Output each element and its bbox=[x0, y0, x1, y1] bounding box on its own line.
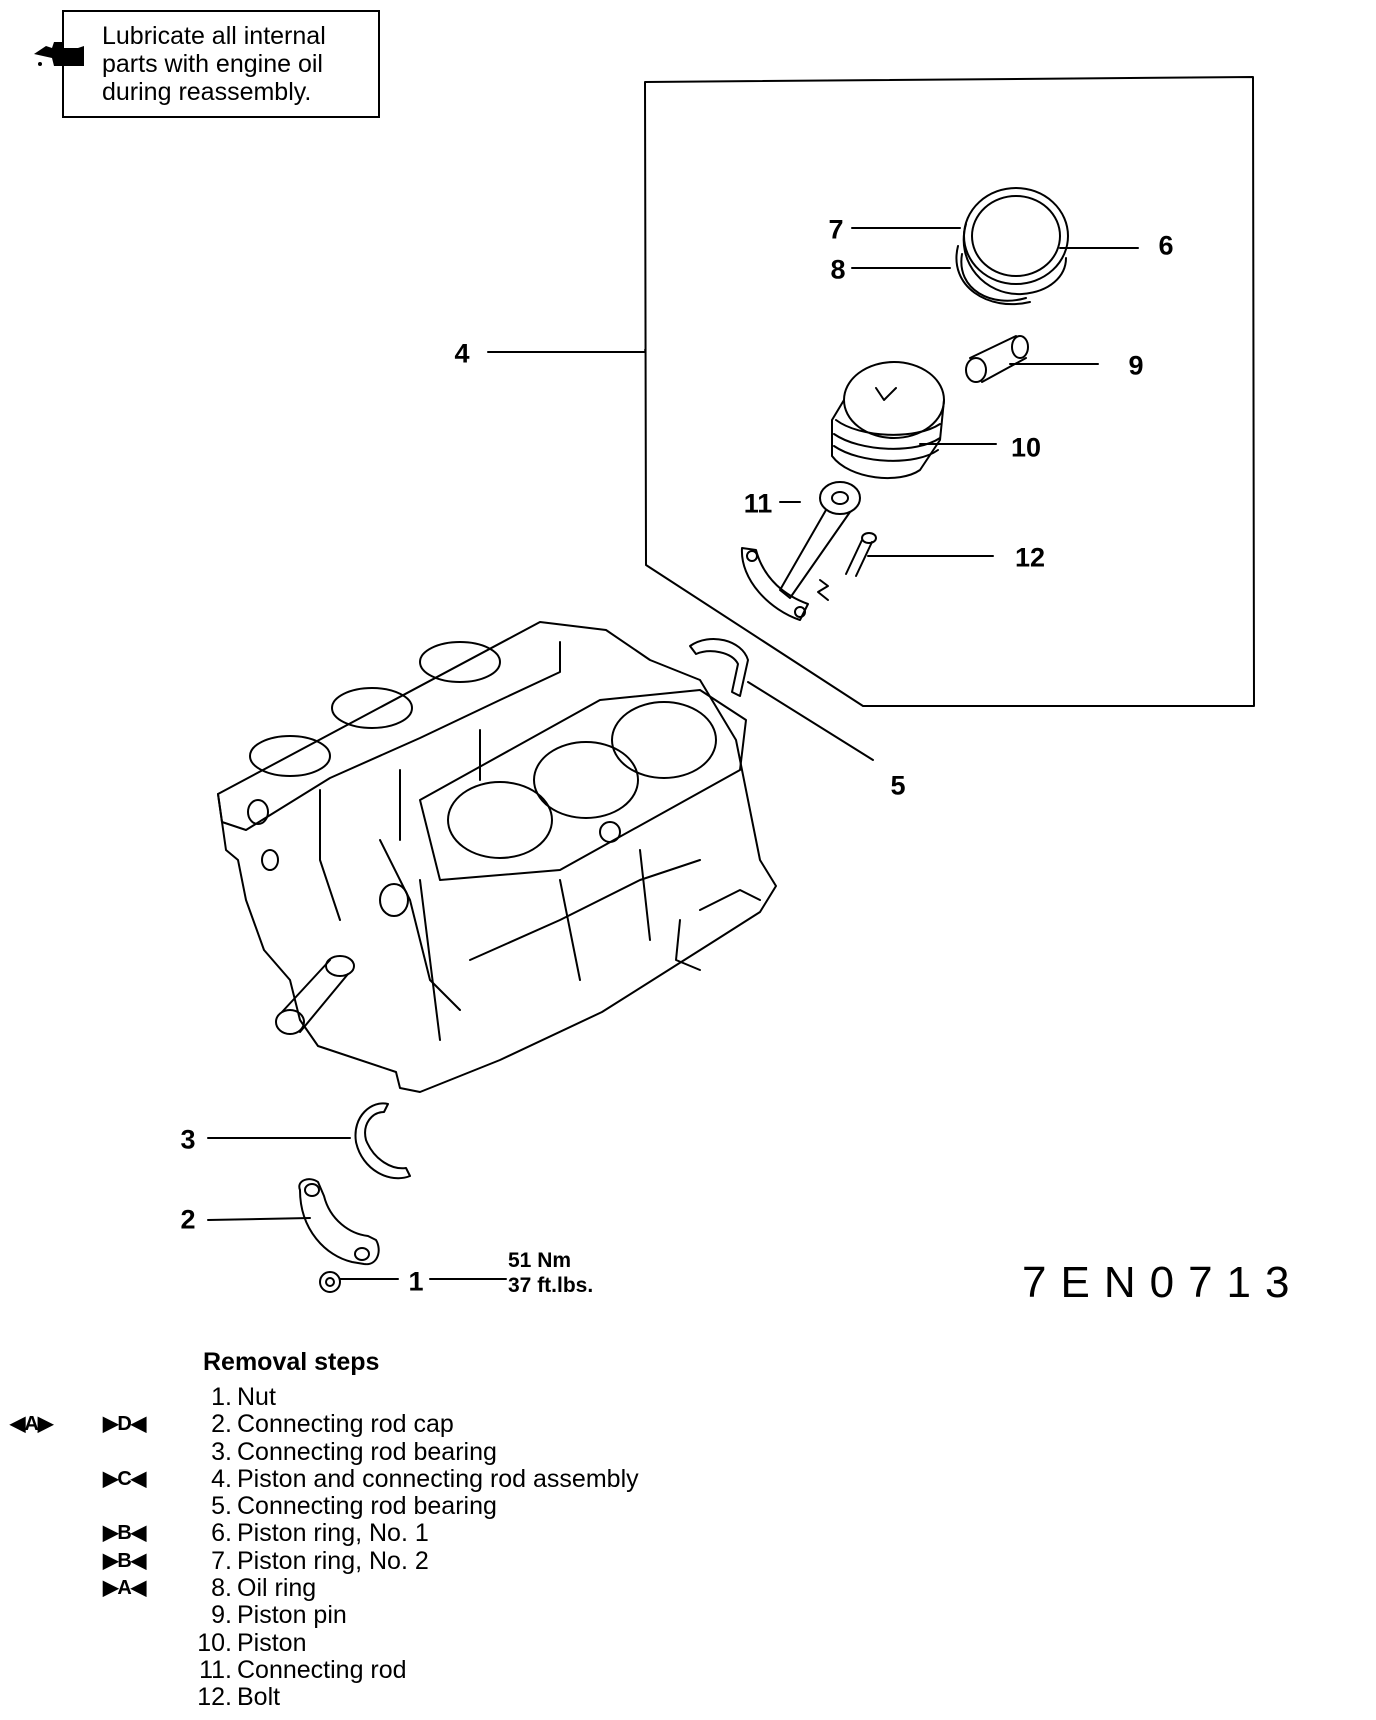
callout-3: 3 bbox=[180, 1124, 196, 1155]
service-mark-reassembly: ▶B◀ bbox=[103, 1549, 146, 1572]
piston-ring-no2 bbox=[962, 223, 1067, 296]
step-label: Piston ring, No. 2 bbox=[237, 1546, 429, 1575]
removal-step: 9.Piston pin bbox=[0, 1602, 900, 1629]
step-number: 4. bbox=[211, 1464, 232, 1493]
step-label: Nut bbox=[237, 1383, 276, 1411]
step-label: Connecting rod cap bbox=[237, 1410, 454, 1439]
removal-step: ▶B◀ 7.Piston ring, No. 2 bbox=[0, 1546, 900, 1575]
piston bbox=[831, 361, 945, 480]
oil-ring bbox=[955, 245, 1031, 306]
removal-step: 3.Connecting rod bearing bbox=[0, 1437, 900, 1466]
step-label: Piston pin bbox=[237, 1601, 347, 1630]
removal-step: ▶C◀ 4.Piston and connecting rod assembly bbox=[0, 1464, 900, 1493]
step-number: 12. bbox=[197, 1683, 232, 1712]
callout-5: 5 bbox=[890, 770, 906, 801]
step-number: 3. bbox=[211, 1437, 232, 1466]
lower-rod-bearing bbox=[354, 1102, 411, 1180]
note-line: Lubricate all internal bbox=[102, 22, 326, 50]
step-label: Bolt bbox=[237, 1683, 281, 1712]
step-number: 6. bbox=[211, 1519, 232, 1548]
oil-can-icon bbox=[34, 42, 84, 66]
connecting-rod-cap bbox=[298, 1178, 380, 1266]
step-label: Piston bbox=[237, 1628, 307, 1657]
torque-spec: 51 Nm 37 ft.lbs. bbox=[508, 1248, 593, 1298]
step-number: 9. bbox=[211, 1601, 232, 1630]
removal-step: 11.Connecting rod bbox=[0, 1655, 900, 1684]
service-mark-reassembly: ▶B◀ bbox=[103, 1522, 146, 1545]
lubrication-note: Lubricate all internal parts with engine… bbox=[34, 10, 380, 118]
note-line: during reassembly. bbox=[102, 78, 312, 106]
removal-step: ◀A▶ ▶D◀ 2.Connecting rod cap bbox=[0, 1411, 900, 1438]
removal-steps-title: Removal steps bbox=[203, 1348, 380, 1376]
removal-step: ▶A◀ 8.Oil ring bbox=[0, 1575, 900, 1602]
rod-nut bbox=[319, 1271, 341, 1293]
step-number: 7. bbox=[211, 1546, 232, 1575]
step-label: Piston ring, No. 1 bbox=[237, 1519, 429, 1548]
torque-imperial: 37 ft.lbs. bbox=[508, 1274, 594, 1297]
step-number: 11. bbox=[199, 1655, 232, 1684]
callout-4: 4 bbox=[454, 338, 470, 369]
callout-9: 9 bbox=[1128, 350, 1144, 381]
callout-11: 11 bbox=[743, 488, 773, 519]
callout-10: 10 bbox=[1010, 432, 1042, 463]
step-number: 5. bbox=[211, 1492, 232, 1521]
service-mark-reassembly: ▶D◀ bbox=[103, 1413, 146, 1436]
removal-step: ▶B◀ 6.Piston ring, No. 1 bbox=[0, 1520, 900, 1547]
piston-pin bbox=[965, 335, 1029, 383]
connecting-rod bbox=[740, 481, 861, 621]
figure-code: 7EN0713 bbox=[1022, 1258, 1304, 1307]
step-label: Connecting rod bearing bbox=[237, 1437, 497, 1466]
torque-metric: 51 Nm bbox=[508, 1249, 572, 1272]
step-number: 10. bbox=[197, 1628, 232, 1657]
step-number: 2. bbox=[211, 1410, 232, 1439]
upper-rod-bearing bbox=[689, 637, 749, 697]
callout-7: 7 bbox=[828, 214, 844, 245]
step-number: 1. bbox=[211, 1383, 232, 1411]
note-line: parts with engine oil bbox=[102, 50, 323, 78]
removal-step: 10.Piston bbox=[0, 1628, 900, 1657]
callout-2: 2 bbox=[180, 1204, 196, 1235]
assembly-frame bbox=[644, 76, 1255, 707]
service-mark-reassembly: ▶A◀ bbox=[103, 1577, 146, 1600]
callout-8: 8 bbox=[830, 254, 846, 285]
removal-step: 5.Connecting rod bearing bbox=[0, 1493, 900, 1520]
step-label: Connecting rod bbox=[237, 1655, 407, 1684]
step-label: Piston and connecting rod assembly bbox=[237, 1464, 639, 1493]
piston-ring-no1 bbox=[963, 187, 1069, 285]
removal-step: 1.Nut bbox=[0, 1384, 900, 1411]
callout-6: 6 bbox=[1158, 230, 1174, 261]
leader-5 bbox=[747, 681, 874, 761]
service-mark-reassembly: ▶C◀ bbox=[103, 1467, 146, 1490]
callout-1: 1 bbox=[408, 1266, 424, 1297]
callout-12: 12 bbox=[1014, 542, 1046, 573]
service-mark-disassembly: ◀A▶ bbox=[10, 1413, 53, 1436]
step-label: Connecting rod bearing bbox=[237, 1492, 497, 1521]
removal-step: 12.Bolt bbox=[0, 1684, 900, 1711]
engine-block bbox=[217, 621, 777, 1093]
step-number: 8. bbox=[211, 1574, 232, 1603]
step-label: Oil ring bbox=[237, 1574, 317, 1603]
leader-2 bbox=[207, 1217, 311, 1221]
rod-bolt bbox=[817, 532, 877, 601]
